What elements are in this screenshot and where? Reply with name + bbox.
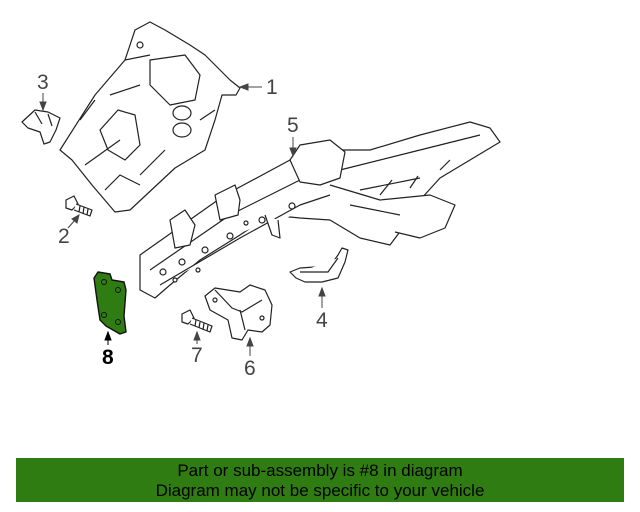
bolt-part-2 bbox=[65, 195, 93, 217]
callout-5: 5 bbox=[287, 114, 299, 137]
leader-line-3 bbox=[39, 93, 47, 112]
leader-line-5 bbox=[289, 137, 297, 158]
clip-part-3 bbox=[21, 109, 61, 145]
leader-line-2 bbox=[67, 213, 80, 229]
banner-line-1: Part or sub-assembly is #8 in diagram bbox=[177, 461, 463, 480]
banner-line-2: Diagram may not be specific to your vehi… bbox=[155, 481, 485, 500]
leader-line-8 bbox=[104, 330, 112, 345]
bolt-part-7 bbox=[181, 309, 213, 333]
callout-3: 3 bbox=[37, 71, 49, 94]
callout-8: 8 bbox=[102, 346, 114, 369]
part-info-banner: Part or sub-assembly is #8 in diagram Di… bbox=[16, 458, 624, 502]
callout-7: 7 bbox=[191, 344, 203, 367]
bracket-part-4 bbox=[289, 247, 349, 283]
parts-diagram bbox=[21, 21, 501, 356]
bracket-part-8-highlighted[interactable] bbox=[93, 271, 127, 335]
callout-6: 6 bbox=[244, 357, 256, 380]
leader-line-4 bbox=[318, 286, 326, 308]
side-member-part-5 bbox=[139, 121, 501, 299]
mount-bracket-part-6 bbox=[204, 284, 273, 341]
callout-4: 4 bbox=[316, 309, 328, 332]
leader-line-6 bbox=[246, 336, 254, 356]
leader-line-1 bbox=[238, 83, 262, 91]
leader-line-7 bbox=[193, 330, 201, 344]
apron-panel-part-1 bbox=[59, 21, 241, 213]
callout-1: 1 bbox=[266, 76, 278, 99]
callout-2: 2 bbox=[58, 225, 70, 248]
